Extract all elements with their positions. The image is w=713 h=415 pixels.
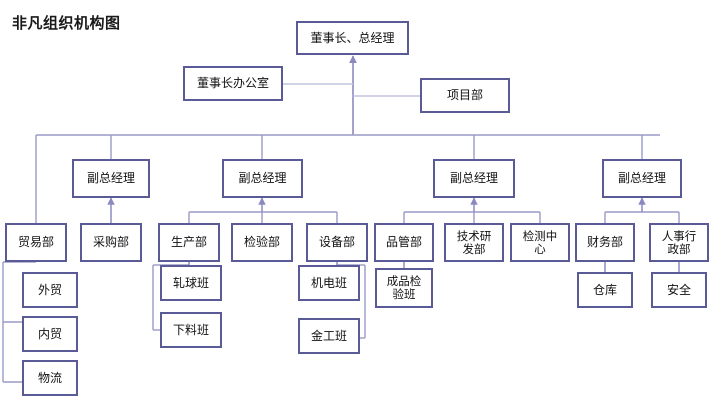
- node-safety-team[interactable]: 安全: [651, 272, 707, 308]
- node-quality-department[interactable]: 品管部: [374, 223, 434, 262]
- node-finished-qc-team[interactable]: 成品检 验班: [375, 268, 433, 308]
- node-logistics-team[interactable]: 物流: [22, 360, 78, 396]
- node-foreign-trade-team[interactable]: 外贸: [22, 272, 78, 308]
- node-finance-department[interactable]: 财务部: [575, 223, 635, 262]
- node-chairman-general-manager[interactable]: 董事长、总经理: [296, 21, 409, 55]
- node-hr-admin-department[interactable]: 人事行 政部: [649, 223, 709, 262]
- node-domestic-trade-team[interactable]: 内贸: [22, 316, 78, 352]
- node-electrical-team[interactable]: 机电班: [298, 265, 360, 301]
- page-title: 非凡组织机构图: [12, 14, 121, 32]
- node-testing-center[interactable]: 检测中 心: [510, 223, 570, 262]
- node-chairman-office[interactable]: 董事长办公室: [183, 66, 283, 101]
- node-machining-team[interactable]: 金工班: [298, 318, 360, 354]
- node-vice-general-manager-1[interactable]: 副总经理: [72, 159, 150, 198]
- node-cutting-team[interactable]: 下料班: [160, 312, 222, 348]
- node-purchasing-department[interactable]: 采购部: [80, 223, 142, 262]
- node-production-department[interactable]: 生产部: [158, 223, 220, 262]
- node-project-department[interactable]: 项目部: [420, 78, 510, 113]
- node-warehouse-team[interactable]: 仓库: [577, 272, 633, 308]
- node-vice-general-manager-3[interactable]: 副总经理: [433, 159, 515, 198]
- node-vice-general-manager-2[interactable]: 副总经理: [222, 159, 303, 198]
- node-inspection-department[interactable]: 检验部: [231, 223, 293, 262]
- node-equipment-department[interactable]: 设备部: [306, 223, 368, 262]
- node-vice-general-manager-4[interactable]: 副总经理: [602, 159, 682, 198]
- node-ball-rolling-team[interactable]: 轧球班: [160, 265, 222, 301]
- node-rnd-department[interactable]: 技术研 发部: [444, 223, 504, 262]
- node-trade-department[interactable]: 贸易部: [5, 223, 67, 262]
